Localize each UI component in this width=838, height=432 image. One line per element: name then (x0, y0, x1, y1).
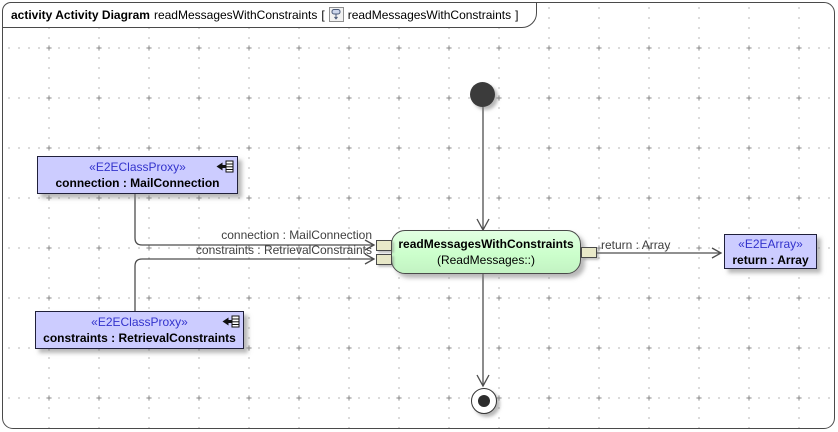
diagram-frame-header[interactable]: activity Activity Diagram readMessagesWi… (2, 2, 538, 28)
edge-action-to-final[interactable] (476, 274, 490, 388)
return-array-node[interactable]: «E2EArray» return : Array (724, 234, 817, 269)
edge-label-constraints[interactable]: constraints : RetrievalConstraints (195, 243, 372, 257)
action-node[interactable]: readMessagesWithConstraints (ReadMessage… (391, 230, 581, 274)
constraints-proxy-label: constraints : RetrievalConstraints (43, 331, 236, 345)
action-qualifier: (ReadMessages::) (436, 253, 536, 267)
connection-proxy-stereotype: «E2EClassProxy» (89, 160, 186, 174)
frame-diagram-name: readMessagesWithConstraints (153, 7, 318, 22)
grid-background (3, 3, 834, 428)
edge-connection-to-pin[interactable] (134, 193, 376, 251)
activity-final-node[interactable] (471, 388, 497, 414)
frame-content-name: readMessagesWithConstraints (347, 7, 512, 22)
proxy-link-icon (216, 160, 234, 173)
edge-label-return[interactable]: return : Array (601, 238, 671, 252)
return-array-stereotype: «E2EArray» (738, 237, 803, 251)
frame-bracket-close: ] (515, 7, 519, 22)
frame-bracket-open: [ (321, 7, 325, 22)
output-pin-return[interactable] (581, 247, 597, 258)
connection-proxy-node[interactable]: «E2EClassProxy» connection : MailConnect… (37, 156, 238, 194)
edge-return-to-array[interactable] (597, 247, 723, 259)
return-array-label: return : Array (732, 253, 809, 267)
constraints-proxy-node[interactable]: «E2EClassProxy» constraints : RetrievalC… (35, 311, 244, 349)
edge-constraints-to-pin[interactable] (134, 253, 376, 312)
input-pin-constraints[interactable] (376, 254, 392, 265)
action-name: readMessagesWithConstraints (398, 237, 574, 251)
connection-proxy-label: connection : MailConnection (55, 176, 220, 190)
proxy-link-icon (222, 315, 240, 328)
constraints-proxy-stereotype: «E2EClassProxy» (91, 315, 188, 329)
activity-final-dot (478, 395, 490, 407)
activity-diagram-icon (328, 7, 344, 22)
edge-label-connection[interactable]: connection : MailConnection (221, 228, 372, 242)
edge-initial-to-action[interactable] (476, 107, 490, 232)
input-pin-connection[interactable] (376, 240, 392, 251)
frame-kind-label: activity Activity Diagram (11, 7, 150, 22)
initial-node[interactable] (470, 82, 495, 107)
